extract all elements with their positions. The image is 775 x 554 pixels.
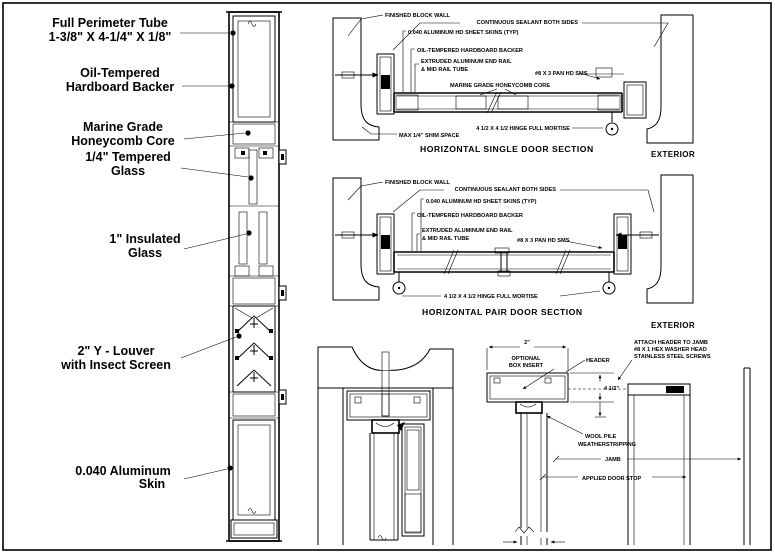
sealant-callout: CONTINUOUS SEALANT BOTH SIDES xyxy=(477,20,579,26)
insulated-glass-label2: Glass xyxy=(128,246,162,260)
door-stop-label: APPLIED DOOR STOP xyxy=(582,476,642,482)
skin-callout: 0.040 ALUMINUM HD SHEET SKINS (TYP) xyxy=(408,30,519,36)
y-louver-label: 2" Y - Louver xyxy=(77,344,154,358)
honeycomb-band-3 xyxy=(229,391,279,419)
butt-hinge-right xyxy=(602,272,616,295)
leader-dot xyxy=(230,30,236,36)
honeycomb-core-label: Marine Grade xyxy=(83,120,163,134)
honeycomb-callout: MARINE GRADE HONEYCOMB CORE xyxy=(450,83,550,89)
jamb-label: JAMB xyxy=(605,457,621,463)
jamb-assembly xyxy=(568,367,751,545)
butt-hinge-left xyxy=(392,272,406,295)
full-perimeter-tube-size: 1-3/8" X 4-1/4" X 1/8" xyxy=(49,30,172,44)
full-perimeter-tube-label: Full Perimeter Tube xyxy=(52,16,168,30)
aluminum-skin-label2: Skin xyxy=(139,477,165,491)
left-wall xyxy=(332,177,380,301)
door-stop-block xyxy=(515,401,543,414)
tempered-glass-label: 1/4" Tempered xyxy=(85,150,171,164)
honeycomb-core xyxy=(404,493,422,533)
optional-insert-label1: OPTIONAL xyxy=(512,356,541,362)
rail-callout-2: & MID RAIL TUBE xyxy=(422,236,469,242)
honeycomb-core xyxy=(497,95,529,110)
hardboard-backer-label: Oil-Tempered xyxy=(80,66,160,80)
finished-wall-callout: FINISHED BLOCK WALL xyxy=(385,180,451,186)
hinges-callout: 4 1/2 X 4 1/2 HINGE FULL MORTISE xyxy=(444,294,538,300)
shim-callout: MAX 1/4" SHIM SPACE xyxy=(399,133,460,139)
glass-channel xyxy=(401,423,425,537)
wool-pile-label1: WOOL PILE xyxy=(585,434,617,440)
pair-door-slabs xyxy=(393,247,615,277)
wall-anchor-left xyxy=(335,231,379,239)
screws-callout: #8 X 3 PAN HD SMS xyxy=(535,71,588,77)
rail-callout-2: & MID RAIL TUBE xyxy=(421,67,468,73)
attach-note-2: #8 X 1 HEX WASHER HEAD xyxy=(634,347,707,353)
pair-section-title: HORIZONTAL PAIR DOOR SECTION xyxy=(422,307,583,317)
break-mark xyxy=(514,526,535,534)
leader-dot xyxy=(227,465,233,471)
hardboard-backer-label2: Hardboard Backer xyxy=(66,80,175,94)
leader-dot xyxy=(245,130,251,136)
header-extrusion xyxy=(346,390,431,421)
rail-callout-1: EXTRUDED ALUMINUM END RAIL xyxy=(422,228,513,234)
hinge-bumps xyxy=(278,149,287,405)
right-wall xyxy=(646,14,694,144)
butt-hinge xyxy=(605,112,619,136)
honeycomb-core xyxy=(455,95,487,110)
door-leaf xyxy=(369,433,399,541)
width-dim: 2" xyxy=(524,340,530,346)
single-door-section: FINISHED BLOCK WALL CONTINUOUS SEALANT B… xyxy=(332,13,695,159)
aluminum-skin-label: 0.040 Aluminum xyxy=(75,464,170,478)
honeycomb-core-label2: Honeycomb Core xyxy=(71,134,175,148)
single-section-title: HORIZONTAL SINGLE DOOR SECTION xyxy=(420,144,594,154)
leader-dot xyxy=(248,175,254,181)
vertical-section-labels: Full Perimeter Tube 1-3/8" X 4-1/4" X 1/… xyxy=(49,16,254,491)
leader-dot xyxy=(229,83,235,89)
right-wall xyxy=(646,174,694,304)
height-dim-text: 4 1/2" xyxy=(604,386,619,392)
insulated-glass-label: 1" Insulated xyxy=(109,232,180,246)
height-dim: 4 1/2" xyxy=(570,372,619,418)
skin-callout: 0.040 ALUMINUM HD SHEET SKINS (TYP) xyxy=(426,199,537,205)
hinges-callout: 4 1/2 X 4 1/2 HINGE FULL MORTISE xyxy=(476,126,570,132)
frame-jamb-left xyxy=(376,53,395,115)
astragal xyxy=(497,270,511,277)
attach-note-1: ATTACH HEADER TO JAMB xyxy=(634,340,708,346)
leader-dot xyxy=(236,333,242,339)
head-detail xyxy=(317,346,454,545)
head-jamb-detail: 2" OPTIONAL BOX INSERT HEADER 4 1/2" ATT… xyxy=(486,340,751,545)
attach-note-3: STAINLESS STEEL SCREWS xyxy=(634,354,711,360)
rail-callout-1: EXTRUDED ALUMINUM END RAIL xyxy=(421,59,512,65)
exterior-label: EXTERIOR xyxy=(651,150,695,159)
hardboard-callout: OIL-TEMPERED HARDBOARD BACKER xyxy=(417,213,523,219)
frame-jamb-right xyxy=(613,213,632,275)
door-edge-lines xyxy=(503,413,565,545)
exterior-label: EXTERIOR xyxy=(651,321,695,330)
frame-jamb-right xyxy=(623,81,647,119)
strike-hardware xyxy=(578,67,624,78)
pair-door-section: FINISHED BLOCK WALL CONTINUOUS SEALANT B… xyxy=(332,174,695,330)
y-louver-label2: with Insect Screen xyxy=(60,358,171,372)
screws-callout: #8 X 3 PAN HD SMS xyxy=(517,238,570,244)
wool-pile-label2: WEATHERSTRIPPING xyxy=(578,442,636,448)
wall-anchor xyxy=(335,71,379,79)
break-mark xyxy=(247,508,257,514)
finished-wall-callout: FINISHED BLOCK WALL xyxy=(385,13,451,19)
tempered-glass-label2: Glass xyxy=(111,164,145,178)
hardboard-callout: OIL-TEMPERED HARDBOARD BACKER xyxy=(417,48,523,54)
leader-dot xyxy=(246,230,252,236)
astragal xyxy=(494,247,510,254)
bottom-rail xyxy=(230,519,278,539)
door-slab xyxy=(393,91,623,114)
break-mark xyxy=(247,21,257,27)
header-label: HEADER xyxy=(586,358,610,364)
sealant-callout: CONTINUOUS SEALANT BOTH SIDES xyxy=(455,187,557,193)
left-wall xyxy=(332,17,380,141)
break-mark xyxy=(377,535,387,541)
frame-jamb-left xyxy=(376,213,395,275)
optional-insert-label2: BOX INSERT xyxy=(509,363,544,369)
